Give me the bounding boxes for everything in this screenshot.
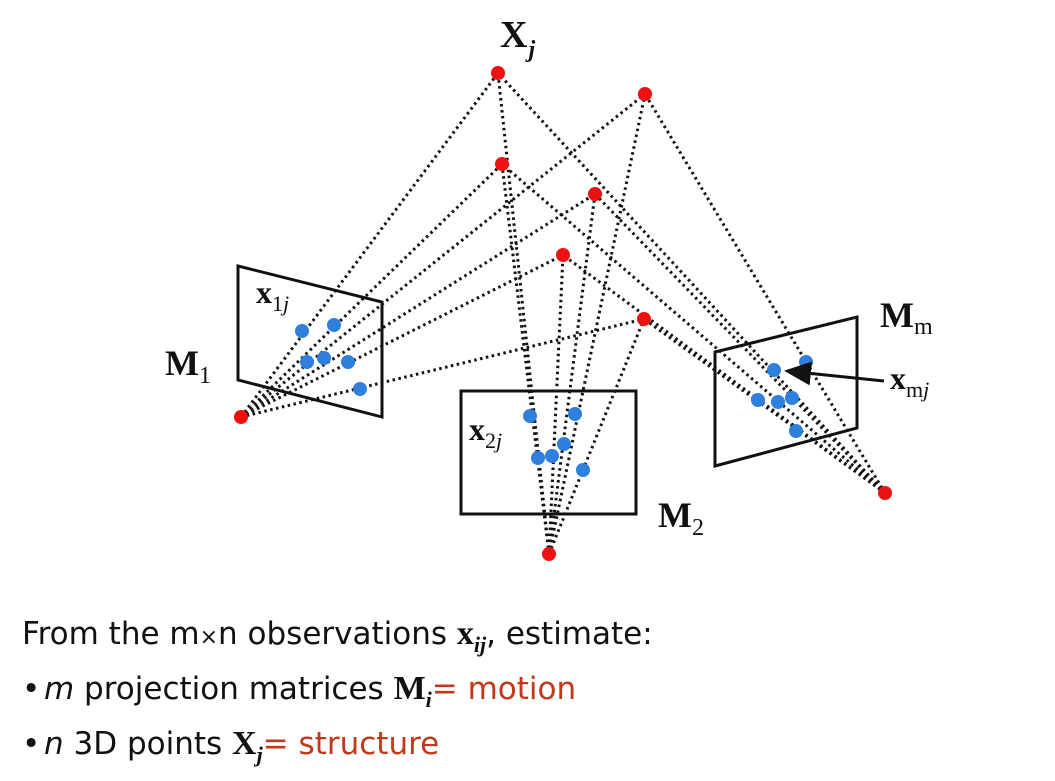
label-obs-1: x1j (256, 274, 289, 316)
image-point (353, 382, 367, 396)
caption-line-3: •n 3D points Xj= structure (22, 724, 440, 767)
projection-ray (643, 317, 886, 495)
label-camera-2: M2 (658, 495, 704, 541)
label-obs-m: xmj (890, 360, 929, 402)
image-plane-m (713, 315, 859, 468)
image-point (789, 424, 803, 438)
world-point (491, 66, 505, 80)
image-point (317, 351, 331, 365)
image-point (767, 363, 781, 377)
label-camera-m: Mm (880, 295, 933, 340)
image-point (531, 451, 545, 465)
label-world-point: Xj (500, 14, 535, 63)
image-point (557, 437, 571, 451)
image-point (327, 318, 341, 332)
caption-line-2: •m projection matrices Mi= motion (22, 669, 577, 712)
projection-ray (240, 92, 646, 419)
projection-ray (547, 318, 646, 555)
image-point (300, 355, 314, 369)
structure-symbol: Xj (232, 724, 263, 767)
image-point (799, 355, 813, 369)
projection-ray (496, 71, 887, 495)
projection-ray (496, 72, 551, 555)
annotation-arrow (784, 361, 885, 386)
caption-line-1: From the m×n observations xij, estimate: (22, 615, 653, 657)
points (234, 66, 892, 561)
projection-ray (240, 253, 564, 419)
projection-ray (643, 93, 887, 494)
projection-rays (239, 71, 887, 555)
projection-ray (593, 192, 887, 495)
image-point (751, 393, 765, 407)
image-plane-1 (236, 264, 384, 419)
projection-ray (240, 192, 596, 419)
world-point (556, 248, 570, 262)
camera-center (234, 410, 248, 424)
camera-center (542, 547, 556, 561)
image-plane-2 (459, 389, 638, 516)
caption: From the m×n observations xij, estimate:… (22, 612, 1042, 776)
label-camera-1: M1 (165, 343, 211, 389)
world-point (588, 187, 602, 201)
projection-ray (500, 163, 551, 555)
image-point (545, 449, 559, 463)
label-obs-2: x2j (469, 411, 502, 453)
world-point (638, 87, 652, 101)
image-point (568, 407, 582, 421)
projection-ray (239, 162, 504, 419)
image-point (295, 324, 309, 338)
image-planes (236, 264, 859, 516)
world-point (495, 157, 509, 171)
obs-symbol: xij (456, 615, 487, 657)
image-point (785, 391, 799, 405)
camera-center (878, 486, 892, 500)
projection-ray (547, 254, 565, 555)
world-point (637, 312, 651, 326)
labels: Xj M1 M2 Mm x1j x2j xmj (165, 14, 933, 541)
image-point (576, 463, 590, 477)
image-point (771, 395, 785, 409)
projection-ray (547, 93, 647, 555)
projection-ray (547, 193, 597, 555)
image-point (523, 409, 537, 423)
image-point (341, 355, 355, 369)
motion-symbol: Mi (393, 669, 432, 712)
